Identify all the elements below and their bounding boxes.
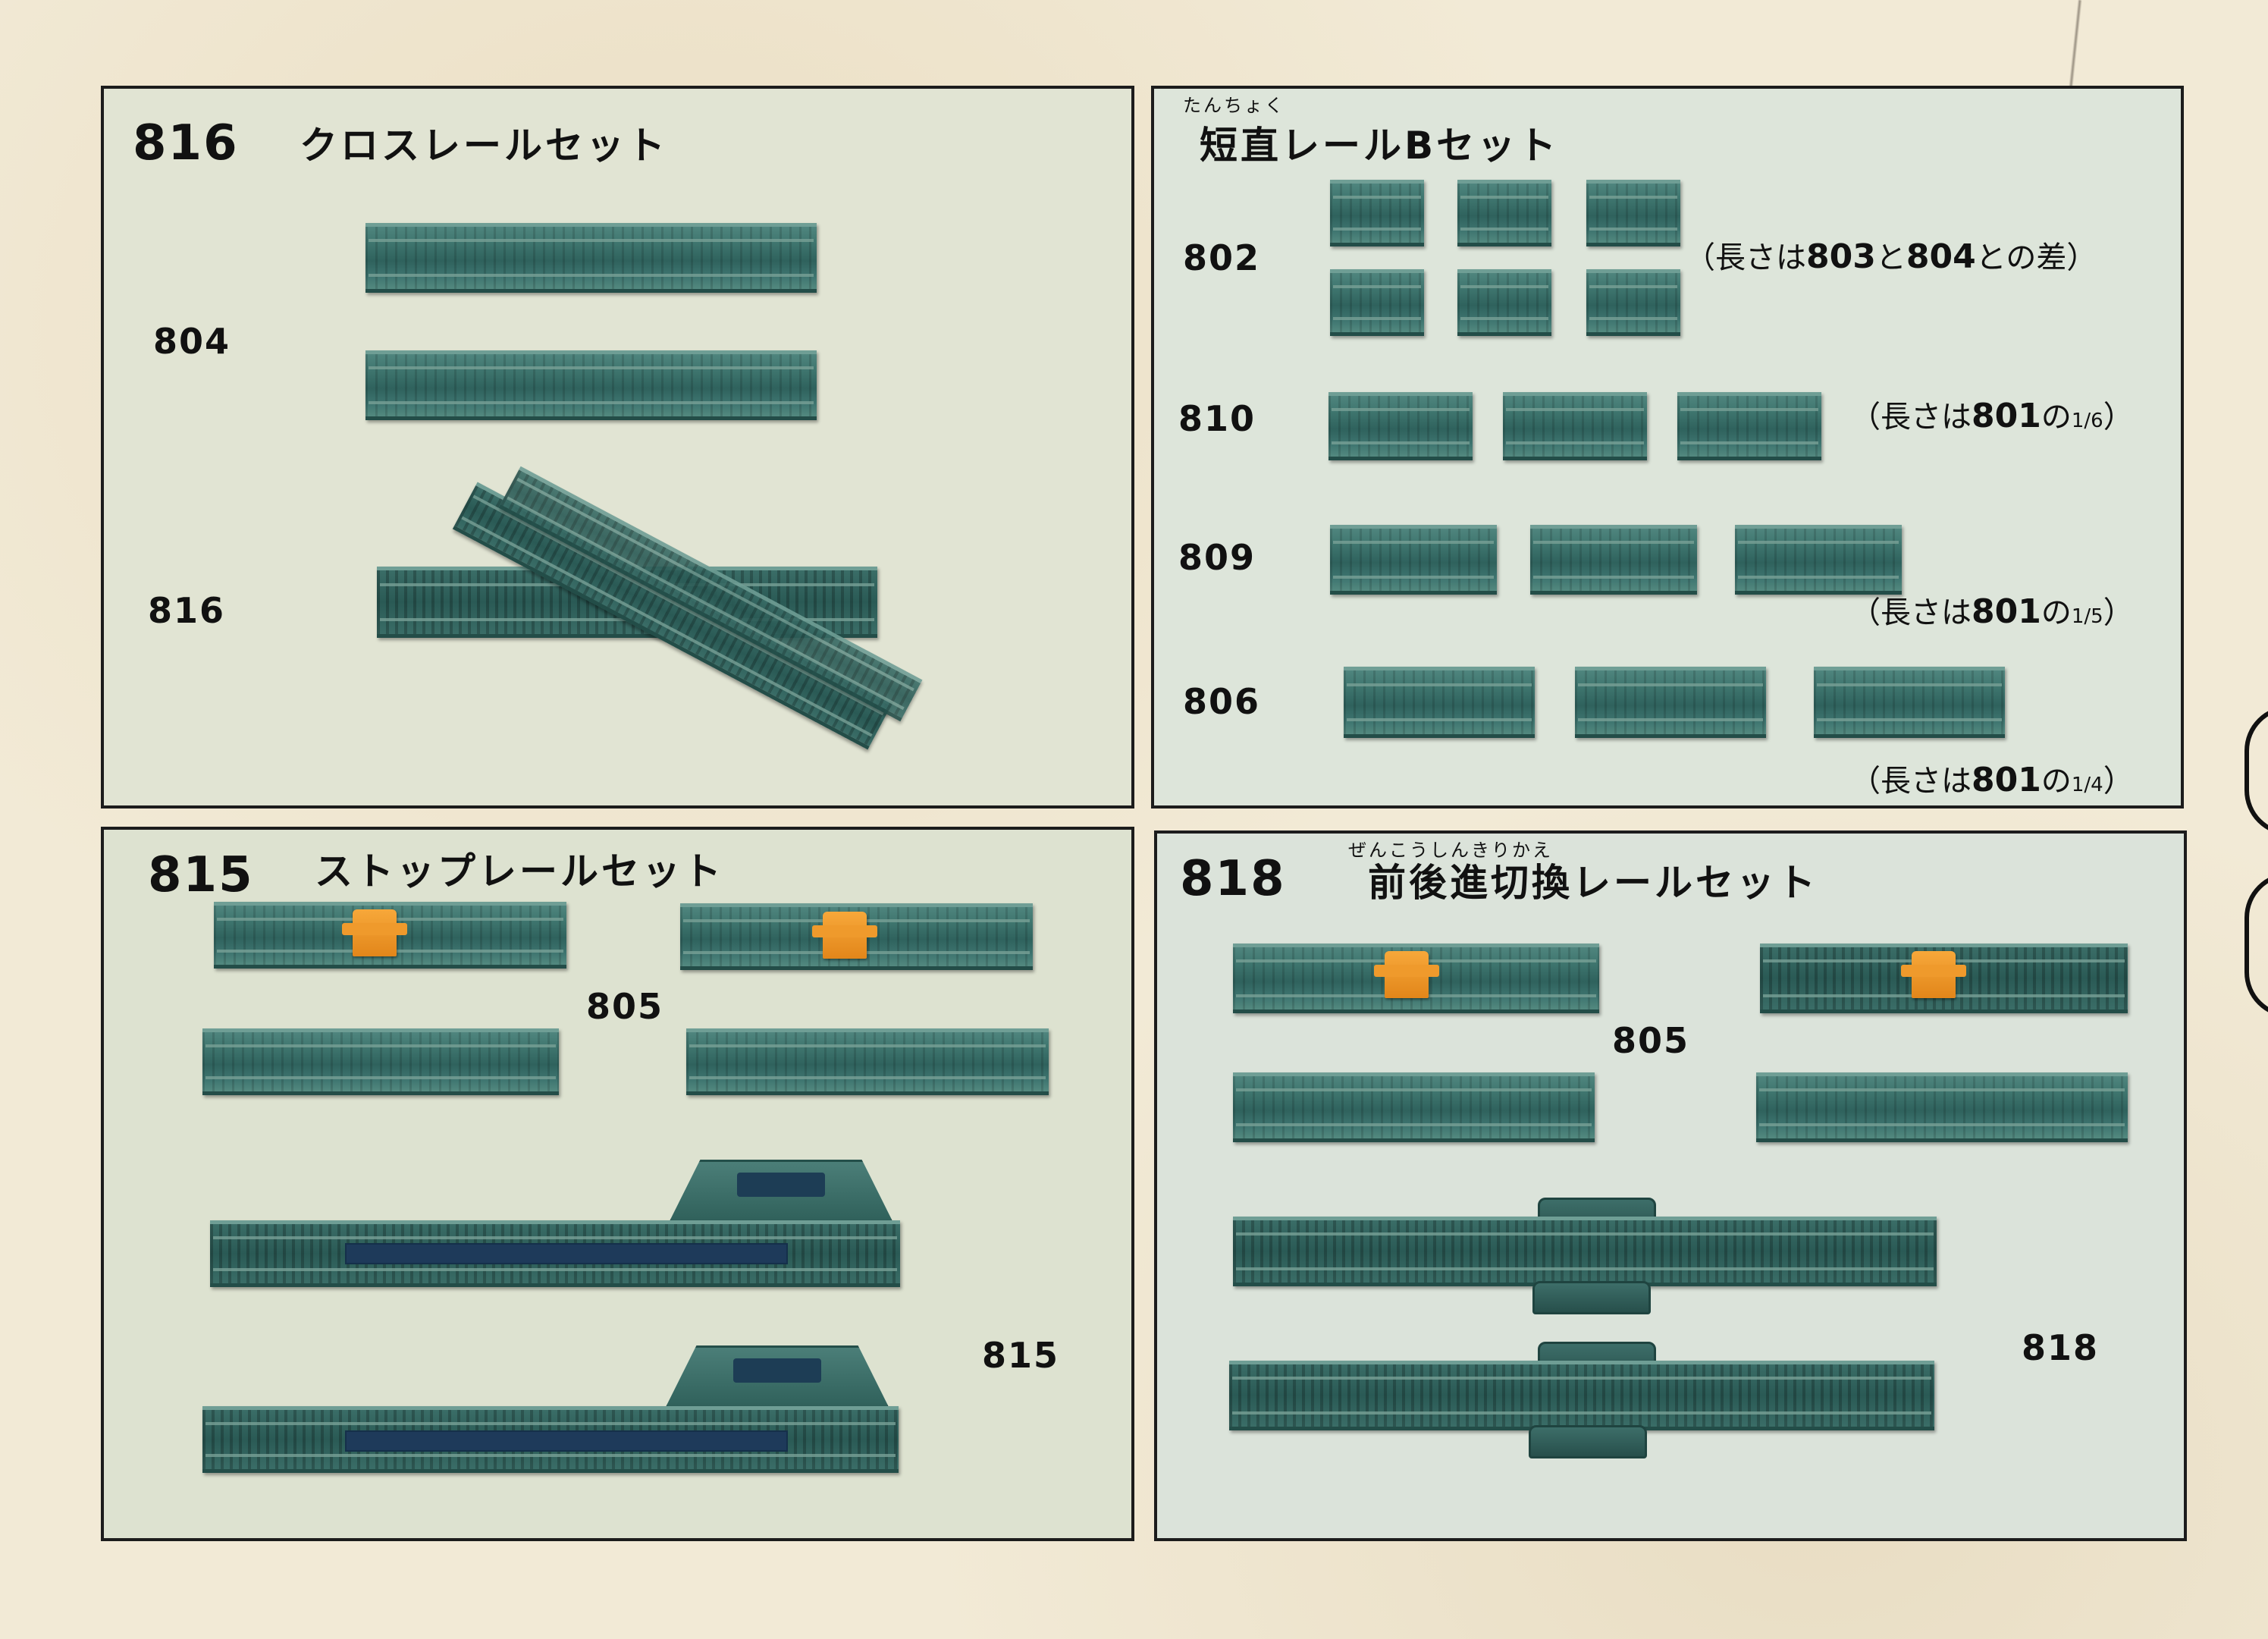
stopper-piece — [812, 912, 877, 959]
cross-rail-816 — [104, 89, 1131, 805]
rail-810 — [1677, 392, 1821, 460]
rail-809 — [1735, 525, 1902, 595]
switch-rail-818-a — [1233, 1217, 1937, 1286]
set-code: 816 — [133, 115, 239, 171]
stop-bumper — [669, 1160, 893, 1223]
part-label-804: 804 — [153, 321, 231, 362]
part-label-818: 818 — [2022, 1327, 2100, 1368]
rail-810 — [1503, 392, 1647, 460]
title-ruby: たんちょく — [1183, 95, 1285, 116]
part-label-806: 806 — [1183, 681, 1261, 722]
rail-805-plain-b — [1756, 1072, 2128, 1142]
set-title: 短直レールBセット — [1200, 124, 1560, 168]
part-label-805: 805 — [1612, 1020, 1690, 1061]
rail-802 — [1330, 269, 1424, 336]
title-ruby: ぜんこうしんきりかえ — [1348, 840, 1553, 861]
rail-809 — [1330, 525, 1497, 595]
rail-805-plain-a — [1233, 1072, 1595, 1142]
switch-mechanism-lower — [1532, 1281, 1651, 1314]
note-806: （長さは801の1/4） — [1850, 761, 2134, 799]
panel-cross-rail-set: 816 クロスレールセット 804 816 — [101, 86, 1134, 809]
set-title: クロスレールセット — [300, 124, 668, 168]
rail-802 — [1586, 180, 1680, 246]
set-title: 前後進切換レールセット — [1368, 861, 1818, 905]
set-title: ストップレールセット — [315, 849, 724, 893]
stop-slot — [345, 1430, 788, 1452]
rail-802 — [1586, 269, 1680, 336]
rail-806 — [1575, 667, 1766, 738]
rail-809 — [1530, 525, 1697, 595]
part-label-809: 809 — [1178, 537, 1256, 578]
note-809: （長さは801の1/5） — [1850, 592, 2134, 631]
stop-bumper — [665, 1345, 889, 1408]
rail-802 — [1457, 180, 1551, 246]
rail-810 — [1328, 392, 1473, 460]
rail-805-plain-b — [686, 1028, 1049, 1095]
part-label-802: 802 — [1183, 237, 1261, 278]
rail-804-a — [365, 223, 817, 293]
panel-stop-rail-set: 815 ストップレールセット 805 815 — [101, 827, 1134, 1541]
note-810: （長さは801の1/6） — [1850, 397, 2134, 435]
rail-806 — [1814, 667, 2005, 738]
rail-806 — [1344, 667, 1535, 738]
panel-short-straight-rail-b-set: たんちょく 短直レールBセット 802 （長さは803と804との差） 810 … — [1151, 86, 2184, 809]
part-label-805: 805 — [586, 986, 664, 1027]
rail-805-plain-a — [202, 1028, 559, 1095]
part-label-810: 810 — [1178, 398, 1256, 439]
rail-802 — [1457, 269, 1551, 336]
stopper-piece — [342, 909, 407, 956]
switch-mechanism-lower — [1529, 1425, 1647, 1458]
part-label-816: 816 — [148, 590, 226, 631]
set-code: 818 — [1180, 851, 1286, 907]
stopper-piece — [1901, 951, 1966, 998]
switch-rail-818-b — [1229, 1361, 1934, 1430]
rail-804-b — [365, 350, 817, 420]
part-label-815: 815 — [982, 1335, 1060, 1376]
rail-802 — [1330, 180, 1424, 246]
stop-slot — [345, 1243, 788, 1264]
set-code: 815 — [148, 847, 254, 903]
note-802: （長さは803と804との差） — [1685, 237, 2097, 276]
panel-forward-reverse-switch-rail-set: 818 ぜんこうしんきりかえ 前後進切換レールセット 805 818 — [1154, 830, 2187, 1541]
stopper-piece — [1374, 951, 1439, 998]
